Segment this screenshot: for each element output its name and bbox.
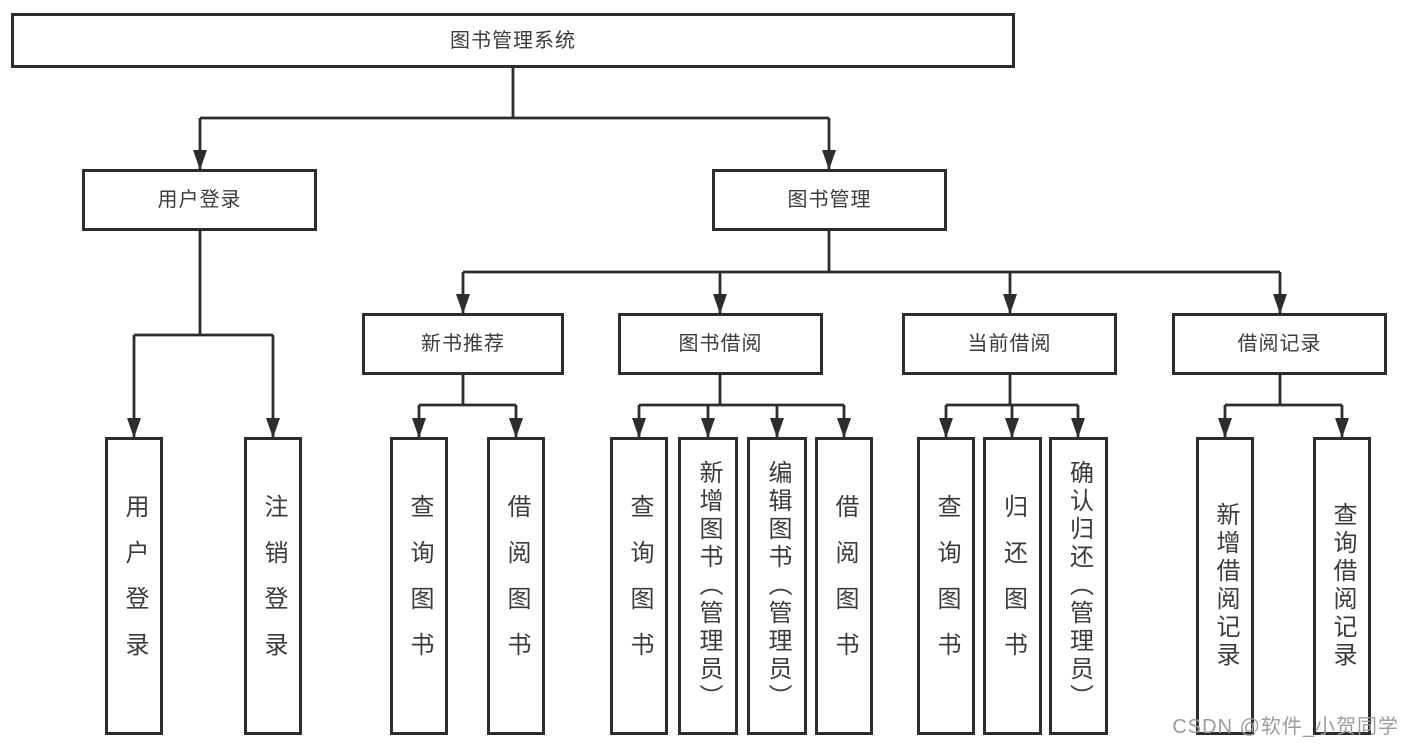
leaf-borrow-book: 借阅图书 [487,437,545,735]
leaf-return-book: 归还图书 [983,437,1042,735]
node-root-system: 图书管理系统 [11,13,1015,68]
connector-segments [134,68,1342,407]
csdn-watermark: CSDN @软件_小贺同学 [1172,716,1399,738]
leaf-logout: 注销登录 [244,437,302,735]
node-new-book-recommend: 新书推荐 [362,313,564,375]
node-current-borrow: 当前借阅 [902,313,1117,375]
leaf-edit-book-admin: 编辑图书（管理员） [747,437,807,735]
leaf-borrow-book: 借阅图书 [815,437,873,735]
leaf-add-borrow-record: 新增借阅记录 [1196,437,1254,735]
leaf-query-book: 查询图书 [390,437,448,735]
leaf-query-borrow-record: 查询借阅记录 [1313,437,1371,735]
arrowheads [127,118,1349,438]
leaf-confirm-return-admin: 确认归还（管理员） [1049,437,1108,735]
node-book-borrow: 图书借阅 [618,313,823,375]
leaf-add-book-admin: 新增图书（管理员） [678,437,738,735]
node-book-management: 图书管理 [712,169,947,231]
node-borrow-record: 借阅记录 [1172,313,1387,375]
node-user-login: 用户登录 [82,169,317,231]
leaf-query-book: 查询图书 [610,437,668,735]
leaf-query-book: 查询图书 [917,437,975,735]
leaf-user-login: 用户登录 [105,437,163,735]
